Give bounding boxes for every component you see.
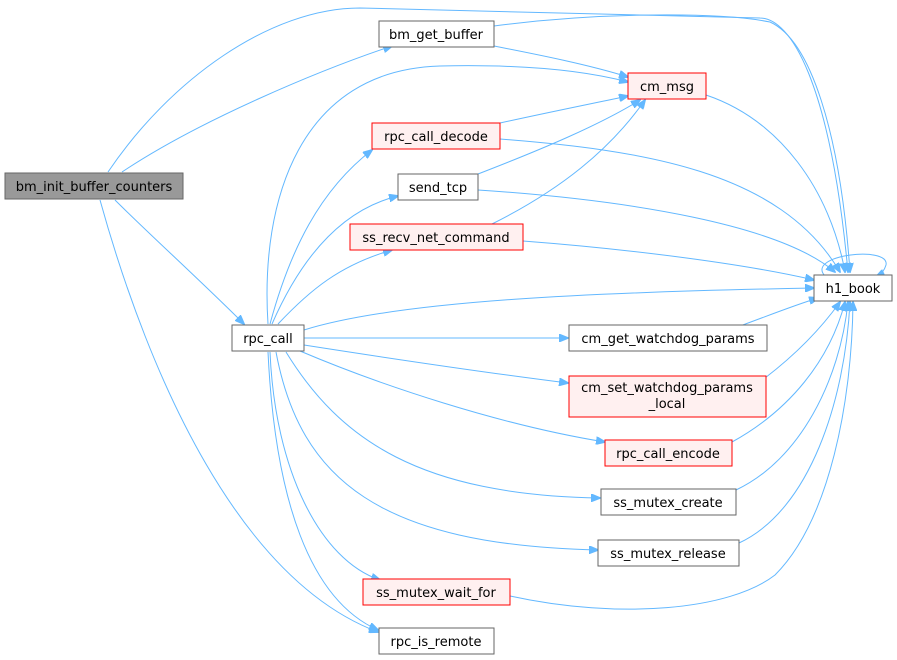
node-ss-mutex-create[interactable]: ss_mutex_create [600, 488, 737, 516]
node-cm-set-watchdog-params-local[interactable]: cm_set_watchdog_params _local [568, 375, 767, 418]
edge-rpc-call-to-cm-msg [266, 65, 628, 325]
node-label: ss_mutex_release [610, 547, 725, 562]
node-label: bm_get_buffer [389, 28, 484, 43]
edge-rpc-call-to-send-tcp [271, 196, 398, 325]
node-label: rpc_call_encode [616, 447, 720, 462]
node-label: bm_init_buffer_counters [16, 180, 173, 195]
node-rpc-is-remote[interactable]: rpc_is_remote [378, 627, 495, 655]
node-label: rpc_call_decode [384, 130, 488, 145]
edge-send-tcp-to-cm-msg [477, 100, 640, 175]
edge-bm-init-to-rpc-call [114, 199, 244, 324]
node-bm-get-buffer[interactable]: bm_get_buffer [378, 20, 495, 48]
nodes-layer: bm_init_buffer_counters bm_get_buffer cm… [4, 20, 893, 655]
edge-rpc-call-to-ss-mutex-wait-for [269, 351, 380, 580]
edge-rpc-call-to-h1-book [303, 288, 814, 331]
edge-bm-init-to-bm-get-buffer [121, 46, 392, 173]
edge-rpc-call-to-ss-mutex-create [285, 351, 600, 498]
edge-ss-mutex-release-to-h1-book [738, 302, 850, 544]
node-ss-mutex-release[interactable]: ss_mutex_release [597, 539, 740, 567]
edge-rpc-call-decode-to-h1-book [499, 138, 840, 272]
node-label: ss_mutex_wait_for [376, 586, 496, 601]
node-label: h1_book [826, 282, 881, 297]
node-h1-book[interactable]: h1_book [813, 274, 893, 302]
node-bm-init-buffer-counters[interactable]: bm_init_buffer_counters [4, 172, 184, 200]
node-ss-mutex-wait-for[interactable]: ss_mutex_wait_for [362, 578, 511, 606]
edge-ss-mutex-wait-for-to-h1-book [509, 302, 853, 610]
node-label: cm_get_watchdog_params [581, 332, 754, 347]
edge-bm-init-to-rpc-is-remote [99, 199, 378, 632]
edges-layer [99, 7, 887, 632]
edge-cm-get-watchdog-to-h1-book [739, 298, 818, 327]
node-ss-recv-net-command[interactable]: ss_recv_net_command [349, 223, 524, 251]
node-label-line2: _local [648, 397, 686, 412]
node-label-line1: cm_set_watchdog_params [581, 381, 753, 396]
edge-bm-get-buffer-to-h1-book [493, 14, 850, 272]
edge-bm-init-to-h1-book [107, 7, 848, 272]
edge-rpc-call-to-ss-recv [277, 250, 392, 325]
edge-rpc-call-to-rpc-is-remote [267, 351, 378, 630]
node-label: ss_recv_net_command [362, 231, 509, 246]
edge-rpc-call-to-cm-set-watchdog [303, 344, 568, 383]
node-rpc-call-decode[interactable]: rpc_call_decode [371, 122, 501, 150]
edge-ss-recv-to-h1-book [522, 240, 814, 280]
edge-send-tcp-to-h1-book [477, 189, 835, 272]
edge-rpc-call-to-rpc-call-decode [269, 150, 372, 325]
edge-rpc-call-to-ss-mutex-release [275, 351, 598, 550]
edge-cm-set-watchdog-to-h1-book [764, 302, 840, 379]
node-cm-msg[interactable]: cm_msg [627, 72, 707, 100]
edge-rpc-call-to-rpc-call-encode [299, 350, 605, 442]
edge-ss-recv-to-cm-msg [491, 100, 645, 225]
node-send-tcp[interactable]: send_tcp [397, 173, 479, 201]
node-label: ss_mutex_create [613, 496, 722, 511]
node-label: rpc_is_remote [391, 635, 482, 650]
edge-bm-get-buffer-to-cm-msg [493, 45, 628, 77]
edge-h1-book-self-loop [821, 253, 887, 277]
node-rpc-call[interactable]: rpc_call [231, 324, 305, 352]
node-cm-get-watchdog-params[interactable]: cm_get_watchdog_params [568, 324, 768, 352]
edge-ss-mutex-create-to-h1-book [735, 302, 848, 491]
node-label: cm_msg [640, 80, 694, 95]
node-rpc-call-encode[interactable]: rpc_call_encode [604, 439, 733, 467]
edge-cm-msg-to-h1-book [705, 94, 845, 272]
edge-rpc-call-encode-to-h1-book [731, 302, 845, 443]
edge-rpc-call-decode-to-cm-msg [499, 96, 628, 124]
node-label: rpc_call [243, 332, 293, 347]
node-label: send_tcp [409, 181, 467, 196]
